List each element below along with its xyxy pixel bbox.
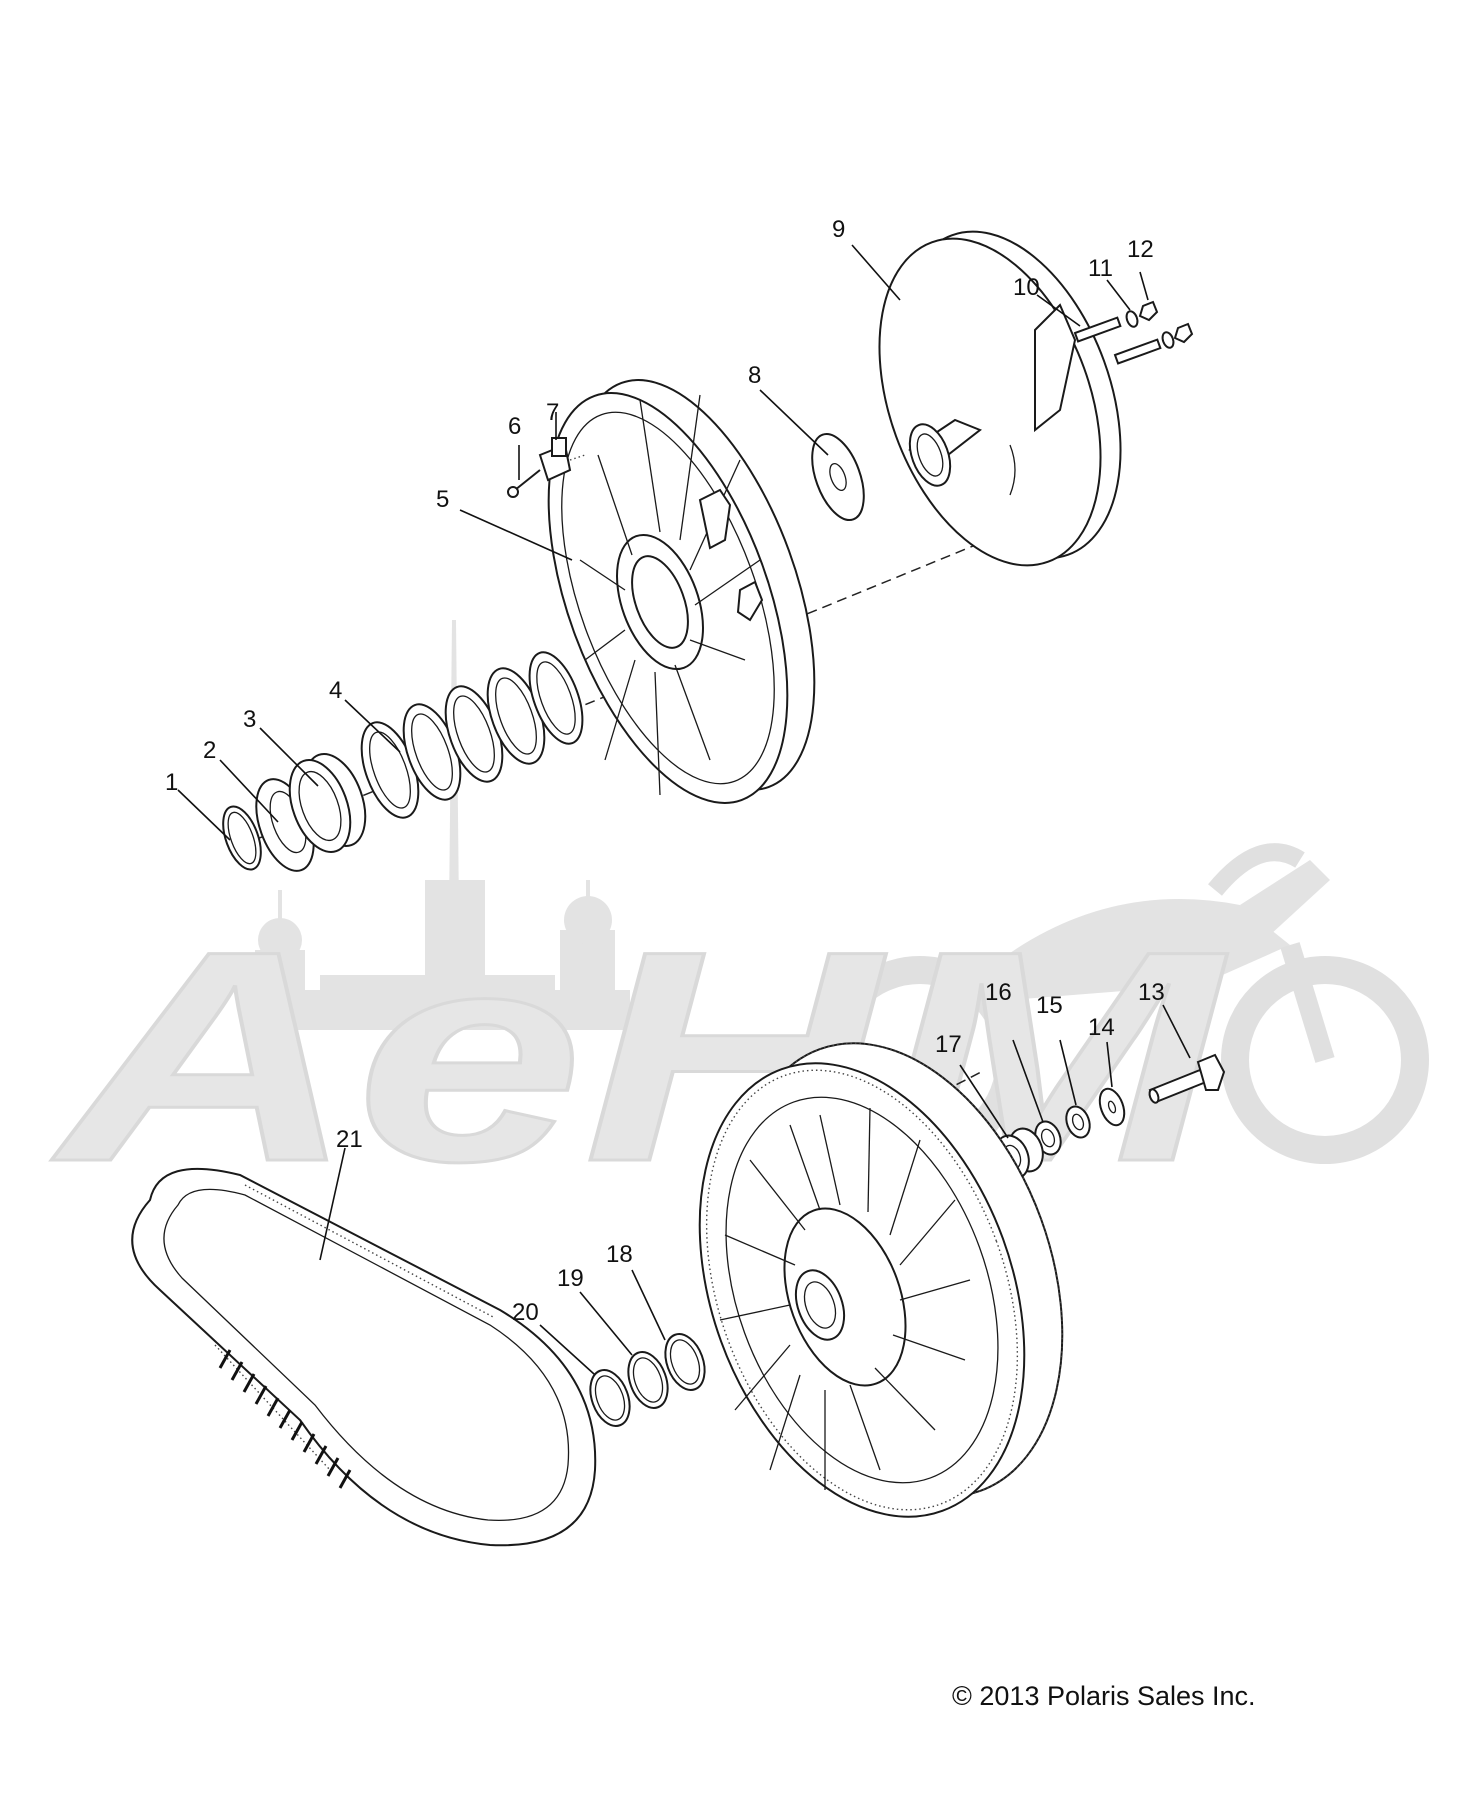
part-1-snap-ring <box>222 805 262 871</box>
part-6-screw <box>507 469 541 498</box>
clutch-fins <box>719 1107 971 1490</box>
part-4-spring <box>360 651 584 819</box>
callout-7: 7 <box>546 399 559 426</box>
callout-21: 21 <box>336 1126 363 1153</box>
part-20-ring <box>589 1369 631 1427</box>
leader-lines <box>177 244 1191 1375</box>
callout-5: 5 <box>436 486 449 513</box>
watermark: AeHM <box>46 620 1429 1226</box>
callout-14: 14 <box>1088 1014 1115 1041</box>
callout-20: 20 <box>512 1299 539 1326</box>
callouts: 1 2 3 4 5 6 7 8 9 10 11 12 13 14 15 16 1… <box>165 216 1165 1326</box>
part-10-pin <box>1073 316 1162 365</box>
part-7-roller <box>538 437 586 482</box>
callout-13: 13 <box>1138 979 1165 1006</box>
part-19-ring <box>627 1351 669 1409</box>
callout-2: 2 <box>203 737 216 764</box>
part-8-washer <box>811 433 865 521</box>
callout-11: 11 <box>1088 255 1113 282</box>
part-3-bushing <box>288 752 367 854</box>
callout-3: 3 <box>243 706 256 733</box>
watermark-text: AeHM <box>47 888 1231 1224</box>
callout-18: 18 <box>606 1241 633 1268</box>
part-21-drive-belt <box>131 1167 597 1547</box>
callout-1: 1 <box>165 769 178 796</box>
callout-19: 19 <box>557 1265 584 1292</box>
belt-cogs <box>218 1349 352 1489</box>
centerline-upper <box>229 534 1001 851</box>
callout-10: 10 <box>1013 274 1040 301</box>
watermark-cathedral <box>250 620 630 1030</box>
callout-6: 6 <box>508 413 521 440</box>
callout-15: 15 <box>1036 992 1063 1019</box>
part-5-moveable-sheave <box>547 379 816 804</box>
driven-clutch <box>698 1042 1064 1518</box>
part-15-washer <box>1065 1105 1091 1139</box>
callout-8: 8 <box>748 362 761 389</box>
part-18-ring <box>664 1333 706 1391</box>
callout-12: 12 <box>1127 236 1154 263</box>
sheave-ribs <box>579 394 761 796</box>
part-11-washer <box>1125 310 1175 349</box>
callout-4: 4 <box>329 677 342 704</box>
callout-17: 17 <box>935 1031 962 1058</box>
part-14-washer <box>1098 1087 1126 1127</box>
callout-9: 9 <box>832 216 845 243</box>
part-12-nut <box>1138 300 1194 344</box>
part-9-stationary-sheave <box>878 230 1122 567</box>
part-13-bolt <box>1148 1053 1226 1104</box>
callout-16: 16 <box>985 979 1012 1006</box>
copyright-notice: © 2013 Polaris Sales Inc. <box>952 1681 1256 1711</box>
